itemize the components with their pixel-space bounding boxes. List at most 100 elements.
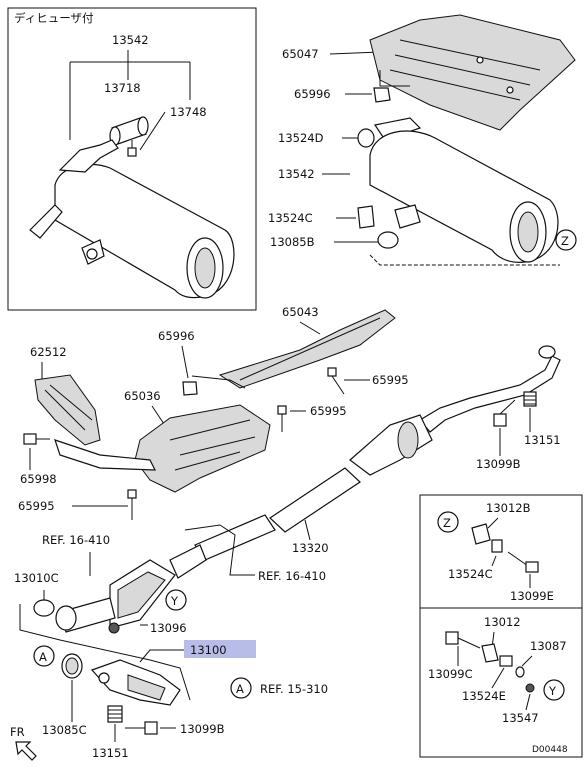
- leader-65043: [299, 321, 321, 335]
- label-ref-16-410-a: REF. 16-410: [42, 533, 110, 547]
- label-13524D: 13524D: [278, 131, 324, 145]
- label-ref-15-310: REF. 15-310: [260, 682, 328, 696]
- label-13151-bottom: 13151: [92, 746, 129, 760]
- marker-z-box: Z: [437, 511, 459, 533]
- label-13087: 13087: [530, 639, 567, 653]
- leader-13542-inset: [69, 50, 191, 140]
- bracket-left: [54, 439, 156, 471]
- label-13012B: 13012B: [486, 501, 531, 515]
- bolt-65995-mid: [277, 405, 287, 432]
- hanger-13012: [481, 643, 499, 663]
- label-13151-right: 13151: [524, 433, 561, 447]
- gasket-13085B: [377, 231, 399, 249]
- inset-box-diffuser: [7, 7, 257, 311]
- spring-13151-bottom: [107, 705, 123, 723]
- spring-13151-right: [523, 391, 537, 407]
- dashed-leader-z: [369, 254, 560, 266]
- label-13547: 13547: [502, 711, 539, 725]
- bolt-13099C: [445, 631, 481, 649]
- label-13099B-right: 13099B: [476, 457, 521, 471]
- bolt-13099E: [507, 551, 539, 573]
- catalytic-converter: [55, 544, 207, 633]
- fr-arrow-icon: [15, 741, 37, 761]
- svg-text:Z: Z: [561, 234, 569, 248]
- exhaust-pipe-13100: [90, 659, 181, 706]
- marker-z-top: Z: [555, 229, 577, 251]
- leader-ref-16-410-b: [184, 524, 255, 576]
- leader-13547: [525, 693, 531, 711]
- leader-13524E: [491, 667, 505, 689]
- label-65047: 65047: [282, 47, 319, 61]
- bolt-65995-right: [327, 367, 345, 395]
- bolt-13099B-bottom: [125, 721, 158, 735]
- label-13320: 13320: [292, 541, 329, 555]
- nut-65996-top: [373, 87, 391, 103]
- bolt-13099B-right: [493, 399, 516, 427]
- leader-13100: [139, 649, 184, 663]
- svg-text:Y: Y: [170, 594, 179, 608]
- assembly-bracket-lines: [19, 604, 191, 701]
- svg-text:Z: Z: [443, 516, 451, 530]
- gasket-13010C: [33, 599, 55, 617]
- label-13100: 13100: [190, 643, 227, 657]
- label-65995-mid: 65995: [310, 404, 347, 418]
- label-65995-right: 65995: [372, 373, 409, 387]
- label-13748: 13748: [170, 105, 207, 119]
- leader-13748: [139, 111, 166, 151]
- mount-13524C-box: [491, 539, 503, 553]
- bolt-65998: [23, 433, 50, 445]
- label-ref-16-410-b: REF. 16-410: [258, 569, 326, 583]
- label-13524E: 13524E: [462, 689, 506, 703]
- label-diffuser-note: ディヒューザ付: [14, 11, 93, 25]
- label-65995-left: 65995: [18, 499, 55, 513]
- main-muffler-13542: [369, 117, 559, 263]
- label-13099B-bottom: 13099B: [180, 722, 225, 736]
- gasket-13085C-inner: [65, 657, 79, 675]
- muffler-inset: [29, 139, 235, 299]
- label-fr: FR: [10, 725, 25, 739]
- label-13085C: 13085C: [42, 723, 87, 737]
- label-62512: 62512: [30, 345, 67, 359]
- leader-65996-bracket: [379, 70, 410, 87]
- label-65043: 65043: [282, 305, 319, 319]
- svg-text:Y: Y: [548, 684, 557, 698]
- rubber-mount-13524C: [357, 205, 375, 229]
- nut-13547: [525, 683, 535, 693]
- label-13718: 13718: [104, 81, 141, 95]
- label-65996-top: 65996: [294, 87, 331, 101]
- label-13085B: 13085B: [270, 235, 315, 249]
- label-13524C-top: 13524C: [268, 211, 313, 225]
- svg-text:A: A: [39, 650, 47, 664]
- diffuser-pipe: [109, 116, 149, 146]
- heat-shield-65047: [369, 14, 576, 131]
- leader-13087: [521, 655, 533, 667]
- mount-13524E: [499, 655, 513, 667]
- label-13099C: 13099C: [428, 667, 473, 681]
- leader-13012B: [487, 517, 499, 529]
- leader-65996-mid-b: [191, 375, 246, 389]
- leader-13320: [304, 519, 311, 541]
- marker-y-box: Y: [543, 679, 565, 701]
- label-65998: 65998: [20, 472, 57, 486]
- label-13542-inset: 13542: [112, 33, 149, 47]
- marker-y-mid: Y: [165, 589, 187, 611]
- marker-a-ref: A: [230, 677, 252, 699]
- heat-insulator-62512: [34, 374, 101, 446]
- nut-65996-mid: [182, 381, 198, 396]
- bolt-13748: [127, 140, 137, 157]
- label-13010C: 13010C: [14, 571, 59, 585]
- marker-a-left: A: [33, 645, 55, 667]
- heat-shield-65043: [218, 309, 396, 389]
- label-13524C-box: 13524C: [448, 567, 493, 581]
- svg-text:A: A: [236, 682, 244, 696]
- leader-13524C-box: [491, 555, 497, 567]
- rubber-mount-13524D: [357, 128, 375, 148]
- label-13012: 13012: [484, 615, 521, 629]
- label-13096: 13096: [150, 621, 187, 635]
- hanger-13012B: [471, 523, 491, 545]
- leader-65047: [329, 51, 381, 55]
- leader-65996-mid: [181, 345, 189, 379]
- washer-13087: [515, 666, 525, 678]
- label-13099E: 13099E: [510, 589, 554, 603]
